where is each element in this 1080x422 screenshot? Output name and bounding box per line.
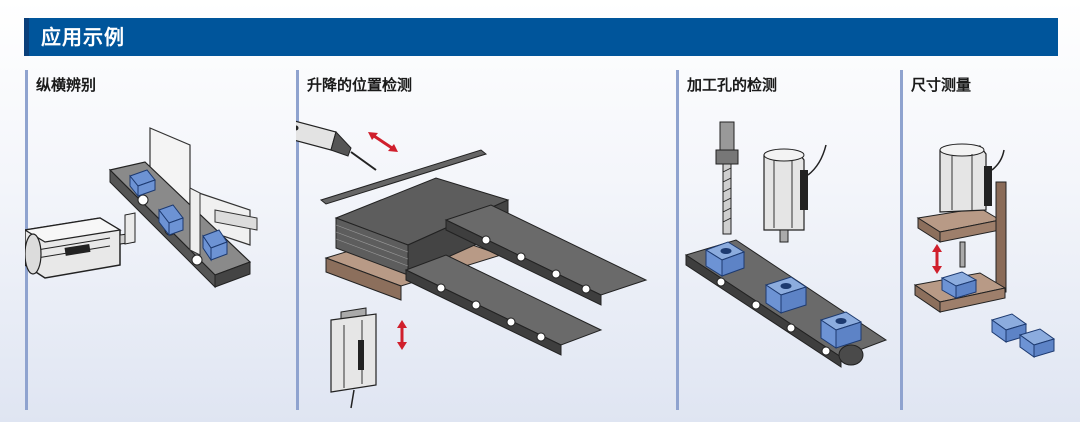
section-hole-detection: 加工孔的检测 — [676, 70, 891, 410]
hole-detection-illustration — [684, 121, 888, 368]
section-lift-position-detection: 升降的位置检测 — [296, 70, 666, 410]
section-header: 应用示例 — [24, 18, 1058, 56]
section-orientation-detection: 纵横辨别 — [25, 70, 287, 410]
section-divider — [676, 70, 679, 410]
lift-position-illustration — [296, 120, 648, 409]
conveyor-orientation-illustration — [25, 127, 258, 289]
section-divider — [900, 70, 903, 410]
section-dimension-measurement: 尺寸测量 — [900, 70, 1070, 410]
section-title: 纵横辨别 — [36, 76, 97, 94]
section-title: 尺寸测量 — [911, 76, 972, 94]
page-title: 应用示例 — [41, 25, 125, 49]
dimension-measurement-illustration — [913, 143, 1056, 358]
section-divider — [296, 70, 299, 410]
section-title: 升降的位置检测 — [307, 76, 413, 94]
section-title: 加工孔的检测 — [687, 76, 778, 94]
